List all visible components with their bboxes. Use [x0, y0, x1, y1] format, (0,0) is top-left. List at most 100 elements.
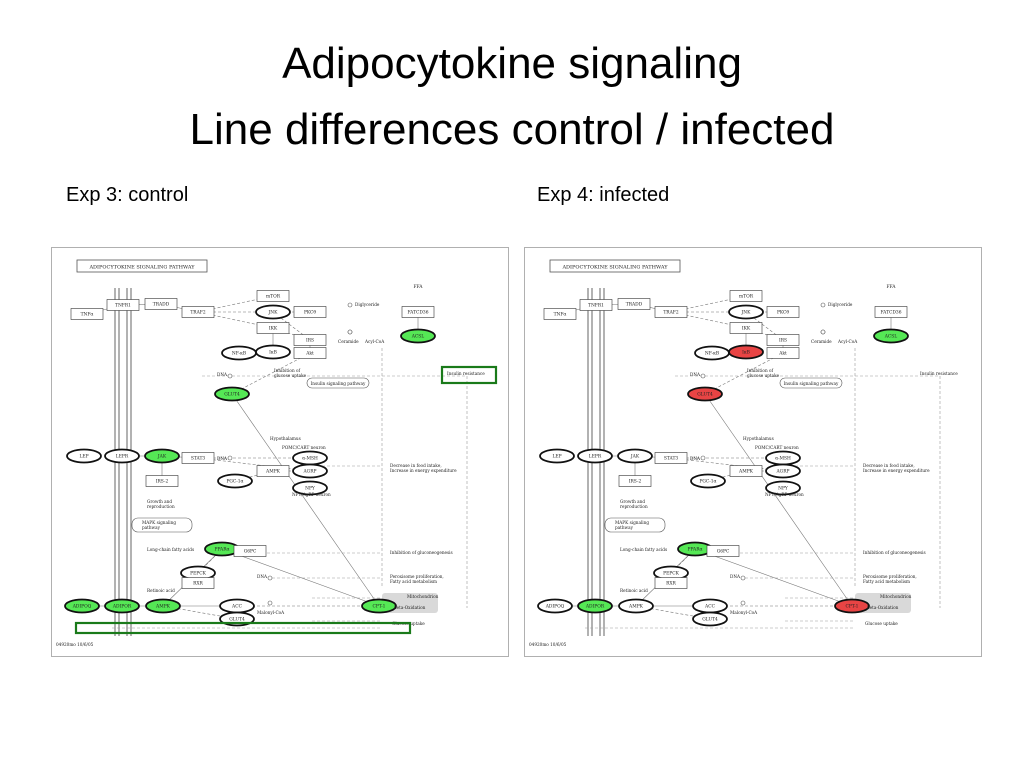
text-inhibition-gluconeogenesis: Inhibition of gluconeogenesis: [863, 550, 926, 555]
gene-node-akt: [293, 347, 327, 359]
compound-circle: [740, 600, 746, 606]
gene-node-cpt1: [361, 598, 397, 614]
gene-label-ikk: IKK: [269, 327, 278, 332]
pathway-header: ADIPOCYTOKINE SIGNALING PATHWAY: [561, 265, 668, 271]
gene-node-adipoq: [537, 598, 573, 614]
left-panel-label: Exp 3: control: [66, 184, 189, 206]
gene-node-irs: [766, 334, 800, 346]
gene-label-pgc1a: PGC-1α: [226, 480, 243, 485]
text-acyl-coa: Acyl-CoA: [364, 339, 385, 344]
right-panel-label: Exp 4: infected: [537, 184, 670, 206]
gene-label-agrp: AGRP: [776, 470, 790, 475]
gene-label-acsl: ACSL: [884, 335, 898, 340]
gene-label-ikk: IKK: [742, 327, 751, 332]
gene-label-ikb: IκB: [269, 351, 277, 356]
gene-node-jak: [617, 448, 653, 464]
gene-node-jnk: [255, 304, 291, 320]
gene-label-lep: LEP: [79, 455, 88, 460]
mapk-box: [604, 517, 666, 533]
text-npy-neuron: NPY/AgRP neuron: [292, 492, 331, 497]
gene-label-pkc: PKCθ: [777, 311, 789, 316]
gene-label-tradd: TRADD: [626, 303, 643, 308]
gene-node-npy: [292, 480, 328, 496]
gene-label-jak: JAK: [630, 455, 640, 460]
gene-label-stat3: STAT3: [664, 457, 679, 462]
compound-circle: [227, 455, 233, 461]
infected-pathway-diagram: ADIPOCYTOKINE SIGNALING PATHWAYTNFαTNFR1…: [525, 248, 981, 656]
text-retinoic: Retinoic acid: [147, 588, 175, 593]
text-mito: Mitochondrion: [880, 594, 912, 599]
text-insulin-resistance: Insulin resistance: [447, 371, 485, 376]
compound-circle: [227, 373, 233, 379]
text-pomc-neuron: POMC/CART neuron: [282, 445, 326, 450]
text-diglyceride: Diglyceride: [828, 302, 853, 307]
gene-node-ikk: [256, 322, 290, 334]
gene-label-pparg: PPARα: [688, 548, 703, 553]
compound-circle: [267, 575, 273, 581]
gene-label-acc: ACC: [704, 605, 716, 610]
pathway-edge: [197, 457, 311, 472]
gene-label-adipoq: ADIPOQ: [72, 605, 92, 610]
gene-node-tradd: [617, 298, 651, 310]
text-ffa: FFA: [413, 284, 423, 290]
gene-node-ampk2: [618, 598, 654, 614]
gene-label-g6pc: G6PC: [717, 550, 730, 555]
gene-label-pparg: PPARα: [215, 548, 230, 553]
gene-label-adipor: ADIPOR: [112, 605, 132, 610]
gene-node-irs: [293, 334, 327, 346]
compound-circle: [700, 455, 706, 461]
pathway-footer: 04920mo 10/6/05: [529, 642, 567, 647]
gene-label-acsl: ACSL: [411, 335, 425, 340]
gene-label-pepck: PEPCK: [190, 572, 206, 577]
gene-label-cpt1: CPT-1: [846, 605, 859, 610]
text-dna: DNA: [730, 574, 741, 579]
text-insulin-signaling: Insulin signaling pathway: [784, 381, 839, 386]
gene-node-irs2: [145, 475, 179, 487]
gene-node-jnk: [728, 304, 764, 320]
highlight-box-bottom-row: [74, 621, 412, 635]
gene-label-lepr: LEPR: [589, 455, 602, 460]
text-insulin-signaling: Insulin signaling pathway: [311, 381, 366, 386]
gene-node-adipoq: [64, 598, 100, 614]
text-glucose-uptake: Glucose uptake: [865, 621, 898, 626]
text-npy-neuron: NPY/AgRP neuron: [765, 492, 804, 497]
gene-node-ampk1: [256, 465, 290, 477]
gene-label-cpt1: CPT-1: [373, 605, 386, 610]
gene-node-stat3: [181, 452, 215, 464]
text-dna: DNA: [690, 372, 701, 377]
control-pathway-diagram: ADIPOCYTOKINE SIGNALING PATHWAYTNFαTNFR1…: [52, 248, 508, 656]
gene-node-agrp: [292, 463, 328, 479]
text-pomc-neuron: POMC/CART neuron: [755, 445, 799, 450]
gene-label-pkc: PKCθ: [304, 311, 316, 316]
text-lcfa: Long-chain fatty acids: [147, 547, 194, 552]
gene-label-adipoq: ADIPOQ: [545, 605, 565, 610]
gene-node-jak: [144, 448, 180, 464]
gene-node-lepr: [104, 448, 140, 464]
gene-node-adipor: [104, 598, 140, 614]
gene-label-nfkb: NF-κB: [705, 352, 719, 357]
text-retinoic: Retinoic acid: [620, 588, 648, 593]
text-hypothalamus: Hypothalamus: [743, 436, 774, 441]
gene-label-mtor: mTOR: [266, 295, 281, 300]
gene-label-fatcd36: FATCD36: [881, 311, 902, 316]
gene-label-jnk: JNK: [268, 311, 279, 316]
gene-label-nfkb: NF-κB: [232, 352, 246, 357]
text-peroxisome: Peroxisome proliferation,Fatty acid meta…: [863, 574, 917, 584]
gene-node-pkc: [766, 306, 800, 318]
text-peroxisome: Peroxisome proliferation,Fatty acid meta…: [390, 574, 444, 584]
gene-node-npy: [765, 480, 801, 496]
text-acyl-coa: Acyl-CoA: [837, 339, 858, 344]
text-decrease-food: Decrease in food intake,Increase in ener…: [390, 463, 457, 473]
gene-label-tnfr1: TNFR1: [588, 304, 604, 309]
gene-node-tnfa: [70, 308, 104, 320]
gene-label-ampk1: AMPK: [265, 470, 281, 475]
gene-node-lepr: [577, 448, 613, 464]
compound-circle: [820, 302, 826, 308]
gene-label-ikb: IκB: [742, 351, 750, 356]
